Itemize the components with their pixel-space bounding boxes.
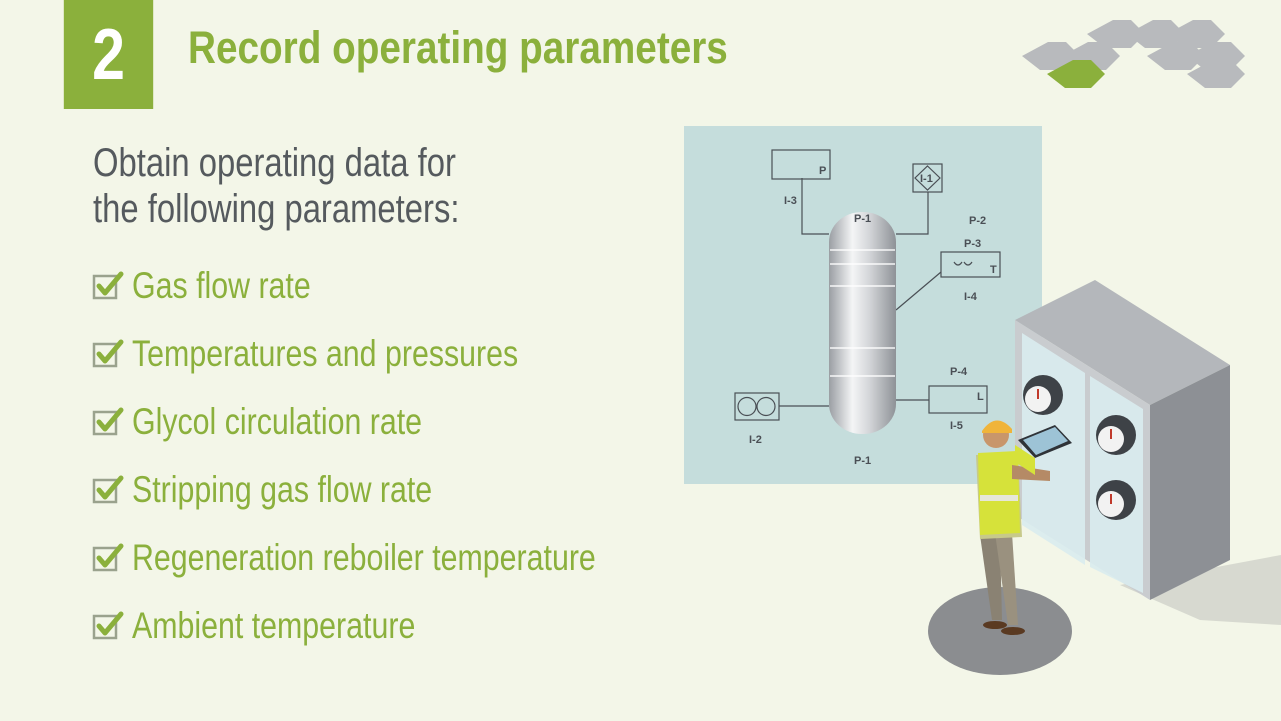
checklist-item-label: Temperatures and pressures — [132, 333, 519, 374]
label-t-box: T — [990, 264, 997, 276]
label-p1-bottom: P-1 — [854, 455, 871, 467]
checklist-item-label: Ambient temperature — [132, 605, 416, 646]
logo-tile — [1167, 20, 1225, 48]
label-i4: I-4 — [964, 291, 978, 303]
step-number-badge: 2 — [63, 0, 154, 109]
label-p2: P-2 — [969, 215, 986, 227]
checklist-item: Gas flow rate — [92, 252, 698, 320]
label-p-box: P — [819, 165, 826, 177]
checkbox-check-icon — [92, 407, 124, 436]
pressure-instrument-box — [771, 149, 831, 180]
checkbox-check-icon — [92, 339, 124, 368]
label-i3: I-3 — [784, 195, 797, 207]
label-p4: P-4 — [950, 366, 968, 378]
checkbox-check-icon — [92, 475, 124, 504]
flow-meter-box — [734, 392, 780, 421]
checklist-item-label: Gas flow rate — [132, 265, 311, 306]
technician — [976, 420, 1050, 635]
checklist-item: Ambient temperature — [92, 592, 698, 660]
label-p1-top: P-1 — [854, 213, 871, 225]
intro-line: the following parameters: — [93, 187, 460, 231]
intro-line: Obtain operating data for — [93, 141, 456, 185]
checklist-item-label: Stripping gas flow rate — [132, 469, 433, 510]
level-instrument-box — [928, 385, 988, 414]
gauge-icon — [1096, 480, 1136, 520]
company-logo — [1022, 20, 1245, 88]
logo-tile — [1147, 42, 1205, 70]
checkbox-check-icon — [92, 543, 124, 572]
separator-vessel — [829, 212, 896, 434]
logo-tile — [1127, 20, 1185, 48]
gauge-icon — [1023, 375, 1063, 415]
checklist-item: Stripping gas flow rate — [92, 456, 698, 524]
parameter-checklist: Gas flow rate Temperatures and pressures… — [92, 252, 698, 660]
checklist-item-label: Glycol circulation rate — [132, 401, 423, 442]
temperature-instrument-box — [940, 251, 1001, 278]
checklist-item: Regeneration reboiler temperature — [92, 524, 698, 592]
label-i1: I-1 — [920, 173, 933, 185]
checkbox-check-icon — [92, 271, 124, 300]
logo-tile-accent — [1047, 60, 1105, 88]
label-p3: P-3 — [964, 238, 981, 250]
gauge-icon — [1096, 415, 1136, 455]
logo-tile — [1087, 20, 1145, 48]
tablet-device — [1015, 425, 1072, 475]
label-l-box: L — [977, 391, 984, 403]
checklist-item-label: Regeneration reboiler temperature — [132, 537, 596, 578]
label-i5: I-5 — [950, 420, 963, 432]
step-number: 2 — [92, 14, 125, 95]
logo-tile — [1187, 60, 1245, 88]
label-i2: I-2 — [749, 434, 762, 446]
control-cabinet — [1015, 280, 1230, 600]
page-title: Record operating parameters — [188, 22, 728, 73]
pid-diagram: P I-1 T L I-3 P-1 P-2 P-3 I-4 P-4 I-5 I-… — [684, 126, 1042, 484]
checklist-item: Temperatures and pressures — [92, 320, 698, 388]
intro-text: Obtain operating data for the following … — [93, 140, 460, 232]
checklist-item: Glycol circulation rate — [92, 388, 698, 456]
logo-tile — [1022, 42, 1080, 70]
technician-illustration — [928, 280, 1281, 675]
i1-instrument-box — [912, 163, 943, 193]
checkbox-check-icon — [92, 611, 124, 640]
